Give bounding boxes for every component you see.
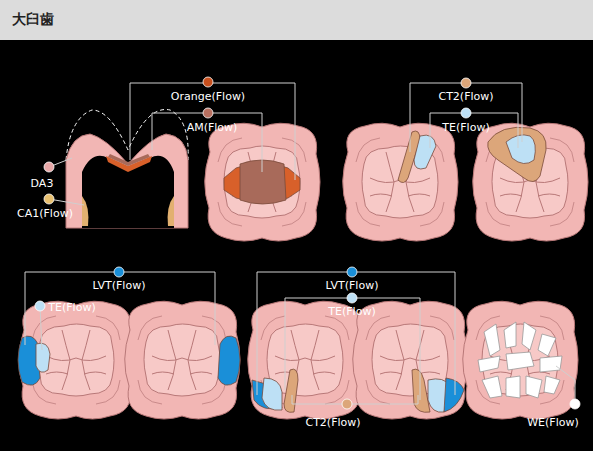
material-label: LVT(Flow) xyxy=(326,279,379,292)
material-label: Orange(Flow) xyxy=(171,90,245,103)
cross-section xyxy=(66,110,188,229)
marker-dots xyxy=(35,77,580,409)
tooth xyxy=(463,301,578,419)
leader-lines xyxy=(25,83,575,404)
tooth xyxy=(125,301,240,419)
header-bar xyxy=(0,0,593,40)
material-label: CT2(Flow) xyxy=(438,90,493,103)
restorations xyxy=(18,127,546,412)
material-label: WE(Flow) xyxy=(527,416,579,429)
material-label: TE(Flow) xyxy=(48,301,95,314)
page-title: 大臼歯 xyxy=(12,9,54,29)
material-label: TE(Flow) xyxy=(328,305,375,318)
material-label: AM(Flow) xyxy=(187,121,238,134)
material-label: CA1(Flow) xyxy=(17,207,73,220)
tooth xyxy=(473,123,588,241)
material-label: CT2(Flow) xyxy=(305,416,360,429)
tooth xyxy=(248,301,363,419)
tooth xyxy=(353,301,468,419)
material-label: TE(Flow) xyxy=(442,121,489,134)
sealants xyxy=(478,322,562,398)
tooth xyxy=(343,123,458,241)
material-label: LVT(Flow) xyxy=(93,279,146,292)
material-label: DA3 xyxy=(31,177,54,190)
tooth xyxy=(19,301,134,419)
